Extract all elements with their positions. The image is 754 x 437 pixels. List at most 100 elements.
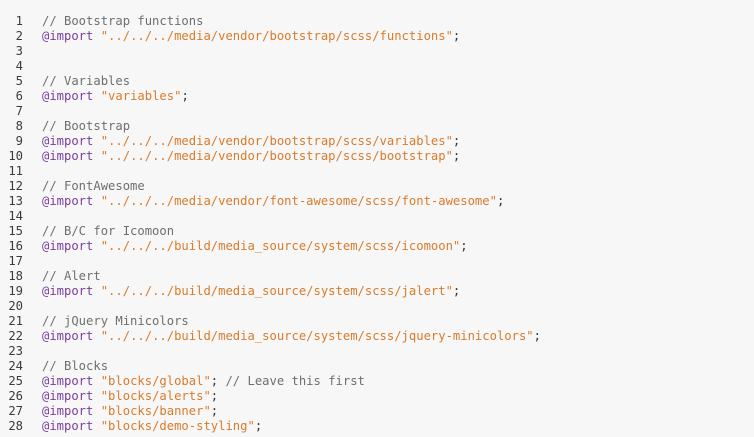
code-line[interactable]: 3 bbox=[0, 44, 754, 59]
code-line[interactable]: 26@import "blocks/alerts"; bbox=[0, 389, 754, 404]
code-line[interactable]: 5 // Variables bbox=[0, 74, 754, 89]
line-number: 13 bbox=[8, 194, 23, 208]
string-token: "../../../media/vendor/bootstrap/scss/bo… bbox=[100, 149, 453, 163]
code-line[interactable]: 27@import "blocks/banner"; bbox=[0, 404, 754, 419]
code-line[interactable]: 6@import "variables"; bbox=[0, 89, 754, 104]
comment-token: // FontAwesome bbox=[42, 179, 145, 193]
code-line[interactable]: 16 @import "../../../build/media_source/s… bbox=[0, 239, 754, 254]
line-number: 21 bbox=[8, 314, 23, 328]
punct-token: ; bbox=[533, 329, 541, 343]
line-content bbox=[42, 104, 754, 119]
line-content: @import "../../../build/media_source/sys… bbox=[42, 284, 754, 299]
code-line[interactable]: 2@import "../../../media/vendor/bootstra… bbox=[0, 29, 754, 44]
code-line[interactable]: 11 bbox=[0, 164, 754, 179]
line-content bbox=[42, 254, 754, 269]
punct-token: ; bbox=[254, 419, 263, 433]
code-line[interactable]: 18// Alert bbox=[0, 269, 754, 284]
code-line[interactable]: 13 @import "../../../media/vendor/font-aw… bbox=[0, 194, 754, 209]
punct-token bbox=[93, 89, 100, 103]
punct-token bbox=[93, 284, 100, 298]
line-number: 12 bbox=[8, 179, 23, 193]
punct-token: ; bbox=[210, 389, 219, 403]
line-content: // B/C for Icomoon bbox=[42, 224, 754, 239]
code-line[interactable]: 19 @import "../../../build/media_source/s… bbox=[0, 284, 754, 299]
line-number: 1 bbox=[15, 14, 23, 28]
keyword-token: @import bbox=[42, 239, 94, 253]
punct-token: ; bbox=[452, 284, 461, 298]
string-token: "blocks/global" bbox=[100, 374, 211, 388]
code-line[interactable]: 20 bbox=[0, 299, 754, 314]
line-number: 28 bbox=[8, 419, 23, 433]
keyword-token: @import bbox=[42, 404, 94, 418]
code-line[interactable]: 21// jQuery Minicolors bbox=[0, 314, 754, 329]
line-content: @import "../../../media/vendor/bootstrap… bbox=[42, 134, 754, 149]
string-token: "blocks/banner" bbox=[100, 404, 211, 418]
punct-token bbox=[93, 389, 100, 403]
code-line[interactable]: 23 bbox=[0, 344, 754, 359]
punct-token bbox=[93, 419, 100, 433]
code-line[interactable]: 28 @import "blocks/demo-styling"; bbox=[0, 419, 754, 434]
punct-token: ; bbox=[210, 374, 226, 388]
line-number: 5 bbox=[15, 74, 23, 88]
code-line[interactable]: 10@import "../../../media/vendor/bootstr… bbox=[0, 149, 754, 164]
punct-token bbox=[93, 134, 100, 148]
line-number: 7 bbox=[15, 104, 23, 118]
string-token: "../../../media/vendor/bootstrap/scss/va… bbox=[100, 134, 453, 148]
comment-token: // B/C for Icomoon bbox=[42, 224, 175, 238]
code-line[interactable]: 25 @import "blocks/global"; // Leave this… bbox=[0, 374, 754, 389]
line-content: // Bootstrap bbox=[42, 119, 754, 134]
line-content: @import "../../../build/media_source/sys… bbox=[42, 239, 754, 254]
line-content bbox=[42, 44, 754, 59]
code-line[interactable]: 4 bbox=[0, 59, 754, 74]
code-line[interactable]: 22@import "../../../build/media_source/s… bbox=[0, 329, 754, 344]
line-number: 16 bbox=[8, 239, 23, 253]
line-number: 8 bbox=[15, 119, 23, 133]
keyword-token: @import bbox=[42, 194, 94, 208]
punct-token: ; bbox=[496, 194, 505, 208]
comment-token: // Blocks bbox=[42, 359, 109, 373]
comment-token: // Variables bbox=[42, 74, 131, 88]
code-line[interactable]: 9@import "../../../media/vendor/bootstra… bbox=[0, 134, 754, 149]
keyword-token: @import bbox=[42, 389, 94, 403]
line-content: @import "blocks/global"; // Leave this f… bbox=[42, 374, 754, 389]
code-line[interactable]: 24// Blocks bbox=[0, 359, 754, 374]
punct-token bbox=[93, 374, 100, 388]
punct-token bbox=[93, 149, 100, 163]
line-content: @import "blocks/demo-styling"; bbox=[42, 419, 754, 434]
keyword-token: @import bbox=[42, 284, 94, 298]
code-line[interactable]: 14 bbox=[0, 209, 754, 224]
code-line[interactable]: 17 bbox=[0, 254, 754, 269]
line-number: 6 bbox=[15, 89, 23, 103]
code-line[interactable]: 1 // Bootstrap functions bbox=[0, 14, 754, 29]
string-token: "variables" bbox=[100, 89, 182, 103]
line-number: 15 bbox=[8, 224, 23, 238]
code-line[interactable]: 12 // FontAwesome bbox=[0, 179, 754, 194]
code-line[interactable]: 7 bbox=[0, 104, 754, 119]
punct-token: ; bbox=[460, 239, 468, 253]
comment-token: // Bootstrap bbox=[42, 119, 131, 133]
line-content: @import "../../../media/vendor/font-awes… bbox=[42, 194, 754, 209]
line-content: // Bootstrap functions bbox=[42, 14, 754, 29]
line-content: // Variables bbox=[42, 74, 754, 89]
line-content bbox=[42, 164, 754, 179]
line-content: // FontAwesome bbox=[42, 179, 754, 194]
code-line[interactable]: 8 // Bootstrap bbox=[0, 119, 754, 134]
string-token: "../../../build/media_source/system/scss… bbox=[100, 284, 453, 298]
line-number: 2 bbox=[15, 29, 23, 43]
keyword-token: @import bbox=[42, 329, 94, 343]
keyword-token: @import bbox=[42, 374, 94, 388]
string-token: "blocks/demo-styling" bbox=[100, 419, 255, 433]
line-number: 25 bbox=[8, 374, 23, 388]
string-token: "blocks/alerts" bbox=[100, 389, 211, 403]
line-number: 19 bbox=[8, 284, 23, 298]
code-line[interactable]: 15 // B/C for Icomoon bbox=[0, 224, 754, 239]
comment-token: // Bootstrap functions bbox=[42, 14, 204, 28]
punct-token bbox=[93, 194, 100, 208]
line-number: 14 bbox=[8, 209, 23, 223]
punct-token bbox=[93, 404, 100, 418]
line-content: @import "../../../media/vendor/bootstrap… bbox=[42, 149, 754, 164]
punct-token: ; bbox=[452, 29, 461, 43]
comment-token: // Leave this first bbox=[225, 374, 365, 388]
